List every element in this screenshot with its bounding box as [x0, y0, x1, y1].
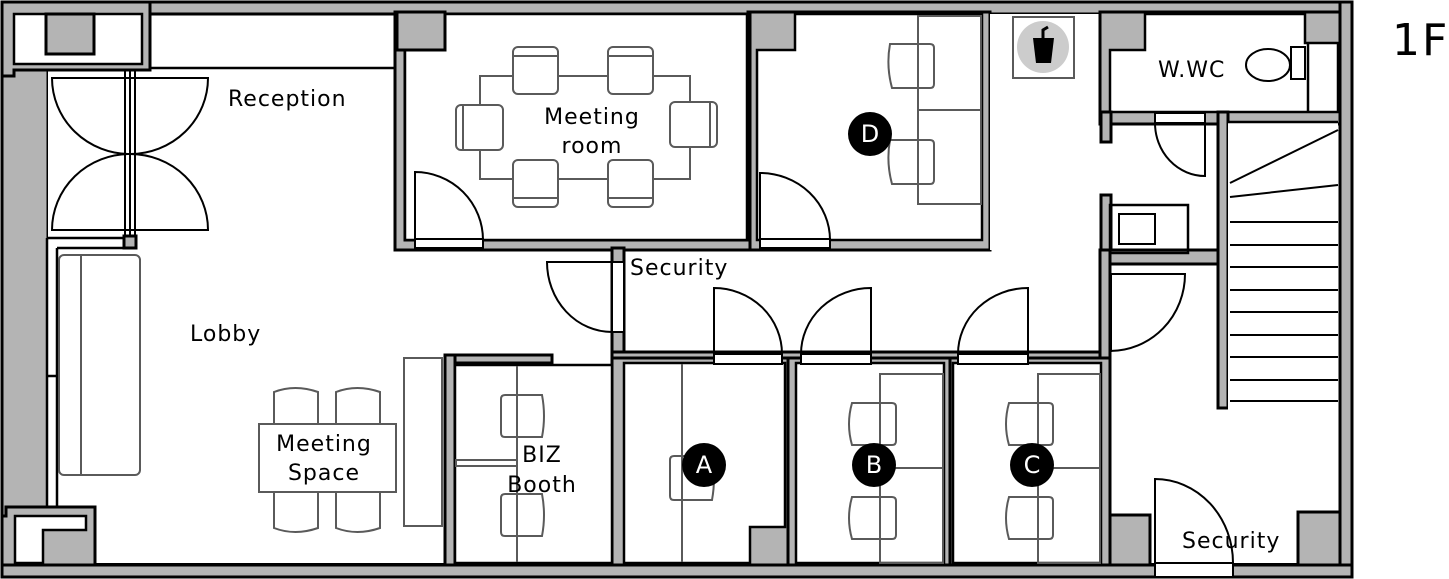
marker-c[interactable]: C — [1010, 443, 1054, 487]
marker-d[interactable]: D — [848, 112, 892, 156]
counter — [403, 357, 443, 527]
office-b: B — [786, 356, 956, 567]
marker-c-label: C — [1024, 451, 1041, 479]
reception-label: Reception — [228, 87, 347, 112]
lobby-label: Lobby — [190, 322, 261, 347]
security-left-door[interactable] — [545, 261, 625, 333]
wwc-door[interactable] — [1154, 112, 1206, 178]
meeting-space-label: Meeting — [276, 432, 372, 457]
office-b-door[interactable] — [800, 286, 872, 365]
biz-booth-label: BIZ — [522, 443, 562, 468]
meeting-room-label-2: room — [562, 134, 623, 159]
marker-b-label: B — [866, 451, 882, 479]
meeting-room: Meeting room — [393, 10, 760, 252]
office-a-door[interactable] — [713, 286, 783, 365]
biz-booth-label-2: Booth — [507, 473, 577, 498]
exit-door[interactable] — [1154, 477, 1234, 578]
marker-a[interactable]: A — [682, 443, 726, 487]
toilet-icon — [1245, 46, 1306, 82]
wwc-label: W.WC — [1158, 58, 1225, 83]
office-c-door[interactable] — [957, 286, 1029, 365]
sofa — [58, 254, 141, 476]
exit-area: Security — [1098, 355, 1342, 567]
wwc-room: W.WC — [1098, 10, 1342, 144]
sink-room — [1099, 193, 1223, 266]
meeting-room-door[interactable] — [414, 170, 484, 249]
marker-b[interactable]: B — [852, 443, 896, 487]
office-c: C — [948, 356, 1112, 567]
floor-label: 1F — [1392, 15, 1449, 66]
entrance-doors[interactable] — [50, 70, 210, 236]
meeting-space-label-2: Space — [288, 461, 360, 486]
office-d-door[interactable] — [759, 171, 831, 249]
stairs-icon — [1216, 110, 1339, 412]
meeting-space-table: Meeting Space — [258, 387, 397, 533]
marker-a-label: A — [696, 451, 713, 479]
security-label: Security — [630, 256, 728, 281]
office-a: A — [610, 356, 794, 567]
marker-d-label: D — [861, 120, 879, 148]
lobby: Meeting Space Lobby Reception — [58, 87, 443, 533]
drink-area — [990, 14, 1102, 250]
biz-booth: BIZ Booth — [443, 353, 614, 567]
office-d: D — [748, 10, 992, 252]
meeting-room-label: Meeting — [544, 105, 640, 130]
